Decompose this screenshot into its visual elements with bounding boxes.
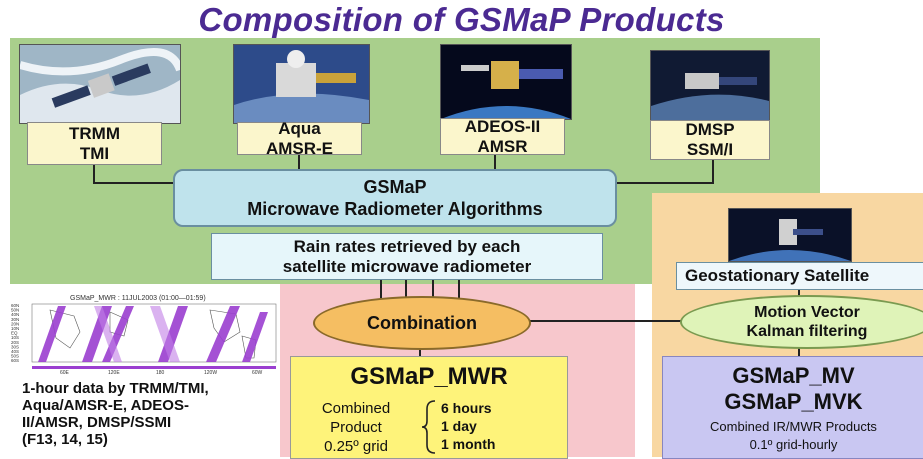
mv-subtitle-line2: 0.1º grid-hourly xyxy=(749,437,838,452)
adeos-satellite-image xyxy=(440,44,572,120)
period-item: 1 month xyxy=(441,436,496,452)
mv-title-line1: GSMaP_MV xyxy=(732,363,855,388)
algorithm-box: GSMaP Microwave Radiometer Algorithms xyxy=(173,169,617,227)
map-lat-label: 60N xyxy=(11,303,19,308)
connector-line xyxy=(526,320,682,322)
map-lat-label: 40N xyxy=(11,312,19,317)
map-lat-label: 30N xyxy=(11,317,19,322)
connector-line xyxy=(93,182,175,184)
connector-line xyxy=(798,287,800,297)
sensor-name: AMSR-E xyxy=(265,138,334,158)
map-lat-label: 50S xyxy=(11,354,19,359)
connector-line xyxy=(380,278,382,300)
sensor-name: TMI xyxy=(79,143,110,163)
satellite-name: Aqua xyxy=(278,118,321,138)
map-lat-label: 20N xyxy=(11,321,19,326)
connector-line xyxy=(298,153,300,171)
map-lon-label: 180 xyxy=(156,370,165,374)
map-lat-label: 40S xyxy=(11,349,19,354)
map-lat-label: 10S xyxy=(11,335,19,340)
connector-line xyxy=(93,163,95,183)
data-note-line: (F13, 14, 15) xyxy=(22,431,108,448)
mwr-desc-line3: 0.25º grid xyxy=(324,438,388,455)
map-lat-label: EQ xyxy=(11,331,18,336)
satellite-name: DMSP xyxy=(685,120,735,139)
geostationary-satellite-image xyxy=(728,208,852,262)
data-note-line: 1-hour data by TRMM/TMI, xyxy=(22,380,209,397)
mwr-periods: 6 hours 1 day 1 month xyxy=(441,399,551,453)
satellite-label-aqua: Aqua AMSR-E xyxy=(237,118,362,158)
rain-rates-box: Rain rates retrieved by each satellite m… xyxy=(211,233,603,280)
map-lat-label: 30S xyxy=(11,344,19,349)
data-note-line: II/AMSR, DMSP/SSMI xyxy=(22,414,172,431)
satellite-name: ADEOS-II xyxy=(464,116,541,136)
mwr-desc-line2: Product xyxy=(330,419,382,436)
map-lon-label: 120W xyxy=(204,370,217,374)
period-brace xyxy=(421,400,436,454)
aqua-satellite-image xyxy=(233,44,370,124)
mwr-desc-line1: Combined xyxy=(321,400,391,417)
gsmap-mv-box: GSMaP_MV GSMaP_MVK Combined IR/MWR Produ… xyxy=(662,356,923,459)
period-item: 1 day xyxy=(441,418,477,434)
rain-rates-line1: Rain rates retrieved by each xyxy=(293,236,521,256)
geostationary-label: Geostationary Satellite xyxy=(676,262,923,290)
map-lat-label: 10N xyxy=(11,326,19,331)
connector-line xyxy=(419,345,421,357)
gsmap-mwr-box: GSMaP_MWR Combined Product 0.25º grid 6 … xyxy=(290,356,568,459)
period-item: 6 hours xyxy=(441,400,492,416)
connector-line xyxy=(798,344,800,357)
connector-line xyxy=(405,278,407,298)
satellite-label-dmsp: DMSP SSM/I xyxy=(650,120,770,160)
map-caption: GSMaP_MWR : 11JUL2003 (01:00—01:59) xyxy=(70,295,206,302)
connector-line xyxy=(712,158,714,183)
mv-title-line2: GSMaP_MVK xyxy=(724,389,863,414)
map-lat-label: 60S xyxy=(11,358,19,363)
satellite-label-adeos: ADEOS-II AMSR xyxy=(440,116,565,156)
map-lon-label: 60W xyxy=(252,370,263,374)
motion-vector-line2: Kalman filtering xyxy=(746,323,868,340)
algorithm-title: GSMaP xyxy=(363,177,427,197)
map-lon-label: 120E xyxy=(108,370,120,374)
connector-line xyxy=(612,182,714,184)
sensor-name: SSM/I xyxy=(686,140,734,159)
connector-line xyxy=(494,153,496,171)
algorithm-subtitle: Microwave Radiometer Algorithms xyxy=(247,199,543,219)
dmsp-satellite-image xyxy=(650,50,770,122)
page-title: Composition of GSMaP Products xyxy=(198,1,725,38)
mwr-title: GSMaP_MWR xyxy=(350,363,508,390)
sensor-name: AMSR xyxy=(477,136,528,156)
combination-label: Combination xyxy=(367,312,477,333)
data-note: 1-hour data by TRMM/TMI, Aqua/AMSR-E, AD… xyxy=(22,380,282,448)
mv-subtitle-line1: Combined IR/MWR Products xyxy=(710,419,877,434)
motion-vector-line1: Motion Vector xyxy=(754,304,860,321)
trmm-satellite-image xyxy=(19,44,181,124)
mwr-description: Combined Product 0.25º grid xyxy=(301,399,411,456)
map-lat-label: 50N xyxy=(11,308,19,313)
satellite-label-trmm: TRMM TMI xyxy=(27,122,162,165)
connector-line xyxy=(458,278,460,300)
motion-vector-node: Motion Vector Kalman filtering xyxy=(680,295,923,349)
combination-node: Combination xyxy=(313,296,531,350)
satellite-name: TRMM xyxy=(69,123,120,143)
connector-line xyxy=(432,278,434,298)
map-lat-label: 20S xyxy=(11,340,19,345)
rain-rates-line2: satellite microwave radiometer xyxy=(282,256,532,276)
map-lon-label: 60E xyxy=(60,370,70,374)
data-note-line: Aqua/AMSR-E, ADEOS- xyxy=(22,397,189,414)
